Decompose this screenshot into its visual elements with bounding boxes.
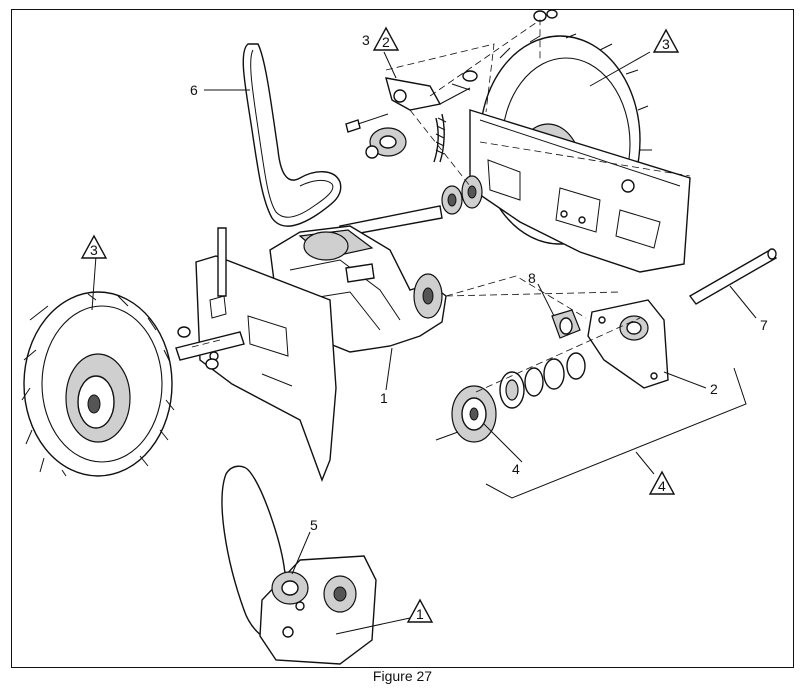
callout-4: 4 <box>512 461 520 477</box>
callout-6: 6 <box>190 82 198 98</box>
callout-tri-3-top: 3 <box>662 36 670 52</box>
flange-collar <box>552 310 580 338</box>
nut-left <box>178 327 190 337</box>
lower-idler-pulley <box>272 572 308 604</box>
callout-tri-1: 1 <box>416 606 424 622</box>
bearings-upper <box>442 176 482 214</box>
callout-tri-3-left: 3 <box>90 242 98 258</box>
bearing-plate <box>588 300 668 388</box>
callout-tri-4: 4 <box>658 478 666 494</box>
callout-5: 5 <box>310 517 318 533</box>
left-wheel <box>22 292 174 476</box>
callout-2: 2 <box>710 381 718 397</box>
drive-belt <box>243 44 341 226</box>
output-shaft <box>690 249 776 304</box>
figure-caption: Figure 27 <box>0 668 805 684</box>
drive-pulley <box>436 386 496 442</box>
nut-lower <box>206 359 218 369</box>
callout-8: 8 <box>528 270 536 286</box>
carriage-bolt <box>218 228 226 296</box>
callout-7: 7 <box>760 317 768 333</box>
callout-1: 1 <box>380 390 388 406</box>
spacer-rings <box>500 353 585 408</box>
callout-3: 3 <box>362 32 370 48</box>
callout-tri-2: 2 <box>382 34 390 50</box>
idler-pulley <box>366 128 406 158</box>
